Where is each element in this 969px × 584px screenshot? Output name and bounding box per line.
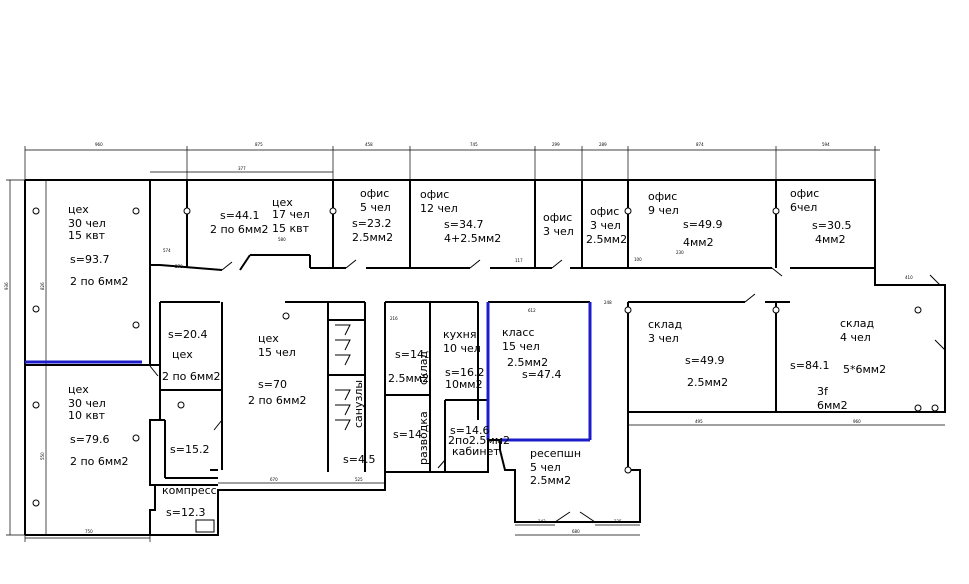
svg-text:525: 525 — [355, 477, 363, 482]
room-storage-4: склад 4 чел s=84.1 5*6мм2 3f 6мм2 — [790, 317, 890, 412]
room-ceh-small: s=20.4 цех 2 по 6мм2 — [162, 328, 221, 383]
room-office-3b: офис 3 чел 2.5мм2 — [586, 205, 627, 246]
svg-text:377: 377 — [238, 166, 246, 171]
dimension-lines-left — [6, 179, 47, 536]
room-office-6: офис 6чел s=30.5 4мм2 — [790, 187, 855, 246]
room-small-15-2: s=15.2 — [170, 443, 209, 456]
outer-walls — [24, 179, 946, 536]
svg-text:248: 248 — [604, 300, 612, 305]
interior-walls — [149, 180, 875, 486]
svg-text:270: 270 — [175, 264, 183, 269]
dimension-labels-inner: 574 580 270 216 117 612 100 230 410 248 — [163, 237, 913, 321]
room-razvodka-label: разводка — [417, 411, 430, 465]
svg-text:230: 230 — [676, 250, 684, 255]
svg-text:960: 960 — [95, 142, 103, 147]
room-storage-3: склад 3 чел s=49.9 2.5мм2 — [648, 318, 728, 389]
sanitary-fixtures — [195, 324, 351, 533]
room-ceh-3: цех 17 чел 15 квт — [272, 196, 313, 235]
room-ceh-2: цех 30 чел 10 квт s=79.6 2 по 6мм2 — [68, 383, 129, 468]
room-razvodka-upper: склад — [417, 351, 430, 385]
doors — [149, 259, 946, 523]
svg-text:289: 289 — [599, 142, 607, 147]
svg-text:874: 874 — [696, 142, 704, 147]
svg-text:299: 299 — [552, 142, 560, 147]
dimension-lines-top — [24, 146, 880, 180]
room-toilets-area: s=4.5 — [343, 453, 375, 466]
dimension-labels-top: 960 875 458 745 299 289 874 594 377 — [95, 142, 830, 171]
room-labels: цех 30 чел 15 квт s=93.7 2 по 6мм2 цех 3… — [68, 187, 890, 519]
svg-text:594: 594 — [822, 142, 830, 147]
svg-text:875: 875 — [255, 142, 263, 147]
svg-text:100: 100 — [634, 257, 642, 262]
room-toilets-label: санузлы — [352, 380, 365, 428]
room-office-3a: офис 3 чел — [543, 211, 576, 238]
svg-text:960: 960 — [853, 419, 861, 424]
svg-text:117: 117 — [515, 258, 523, 263]
svg-text:550: 550 — [40, 452, 45, 460]
svg-text:680: 680 — [572, 529, 580, 534]
room-razvodka-area: s=14. — [393, 428, 425, 441]
svg-text:495: 495 — [695, 419, 703, 424]
room-cabinet: s=14.6 2по2.5мм2 кабинет — [448, 424, 514, 458]
svg-text:826: 826 — [40, 282, 45, 290]
svg-text:936: 936 — [4, 282, 9, 290]
room-14a: s=14. 2.5мм2 — [388, 348, 431, 385]
svg-text:410: 410 — [905, 275, 913, 280]
room-office-12: офис 12 чел s=34.7 4+2.5мм2 — [420, 188, 501, 245]
room-class: класс 15 чел 2.5мм2 s=47.4 — [502, 326, 561, 381]
room-reception: ресепшн 5 чел 2.5мм2 — [530, 447, 585, 487]
dimension-labels-left: 936 826 550 — [4, 282, 45, 460]
svg-text:458: 458 — [365, 142, 373, 147]
room-ceh-3-area: s=44.1 2 по 6мм2 — [210, 209, 269, 236]
room-ceh-1: цех 30 чел 15 квт s=93.7 2 по 6мм2 — [68, 203, 129, 288]
dimension-lines-bottom — [24, 424, 945, 542]
svg-text:612: 612 — [528, 308, 536, 313]
svg-text:745: 745 — [470, 142, 478, 147]
room-ceh-15: цех 15 чел s=70 2 по 6мм2 — [248, 332, 307, 407]
room-office-5: офис 5 чел s=23.2 2.5мм2 — [352, 187, 395, 244]
room-compressor: компресс s=12.3 — [162, 484, 220, 519]
room-kitchen-text: кухня 10 чел s=16.2 10мм2 — [443, 328, 488, 391]
svg-text:580: 580 — [278, 237, 286, 242]
svg-text:750: 750 — [85, 529, 93, 534]
highlighted-walls — [25, 302, 592, 442]
sockets — [32, 207, 939, 507]
room-office-9: офис 9 чел s=49.9 4мм2 — [648, 190, 726, 249]
svg-text:670: 670 — [270, 477, 278, 482]
svg-text:574: 574 — [163, 248, 171, 253]
svg-text:216: 216 — [390, 316, 398, 321]
